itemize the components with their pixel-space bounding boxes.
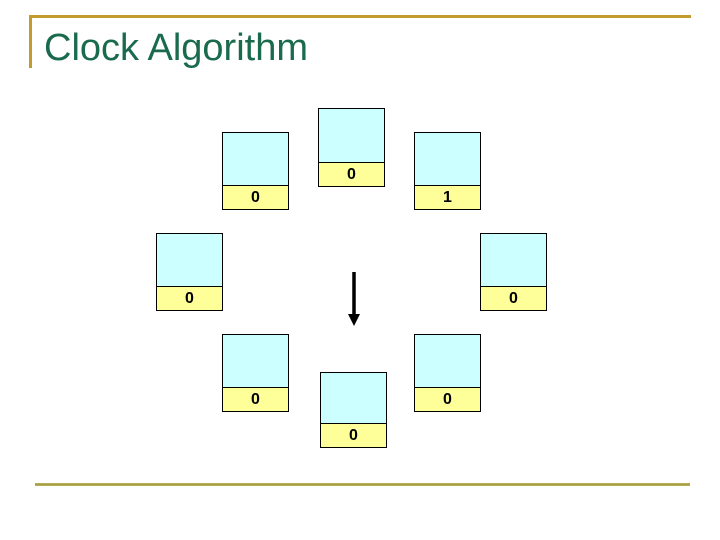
title-top-rule [29, 15, 691, 18]
slide-title: Clock Algorithm [44, 27, 308, 69]
use-bit-label: 0 [481, 286, 546, 310]
page-frame-right: 0 [480, 233, 547, 311]
page-frame-body [415, 133, 480, 185]
page-frame-body [321, 373, 386, 423]
use-bit-label: 0 [319, 162, 384, 186]
page-frame-bottom-left: 0 [222, 334, 289, 412]
use-bit-label: 0 [223, 387, 288, 411]
page-frame-bottom: 0 [320, 372, 387, 448]
use-bit-label: 0 [415, 387, 480, 411]
page-frame-body [157, 234, 222, 286]
page-frame-top: 0 [318, 108, 385, 187]
clock-hand-down-arrow-icon [348, 272, 360, 326]
page-frame-body [223, 335, 288, 387]
use-bit-label: 0 [321, 423, 386, 447]
page-frame-body [319, 109, 384, 162]
page-frame-top-right: 1 [414, 132, 481, 210]
title-left-rule [29, 15, 32, 68]
page-frame-bottom-right: 0 [414, 334, 481, 412]
page-frame-body [481, 234, 546, 286]
page-frame-body [415, 335, 480, 387]
use-bit-label: 0 [157, 286, 222, 310]
use-bit-label: 0 [223, 185, 288, 209]
footer-rule [35, 483, 690, 486]
page-frame-left: 0 [156, 233, 223, 311]
page-frame-top-left: 0 [222, 132, 289, 210]
use-bit-label: 1 [415, 185, 480, 209]
page-frame-body [223, 133, 288, 185]
